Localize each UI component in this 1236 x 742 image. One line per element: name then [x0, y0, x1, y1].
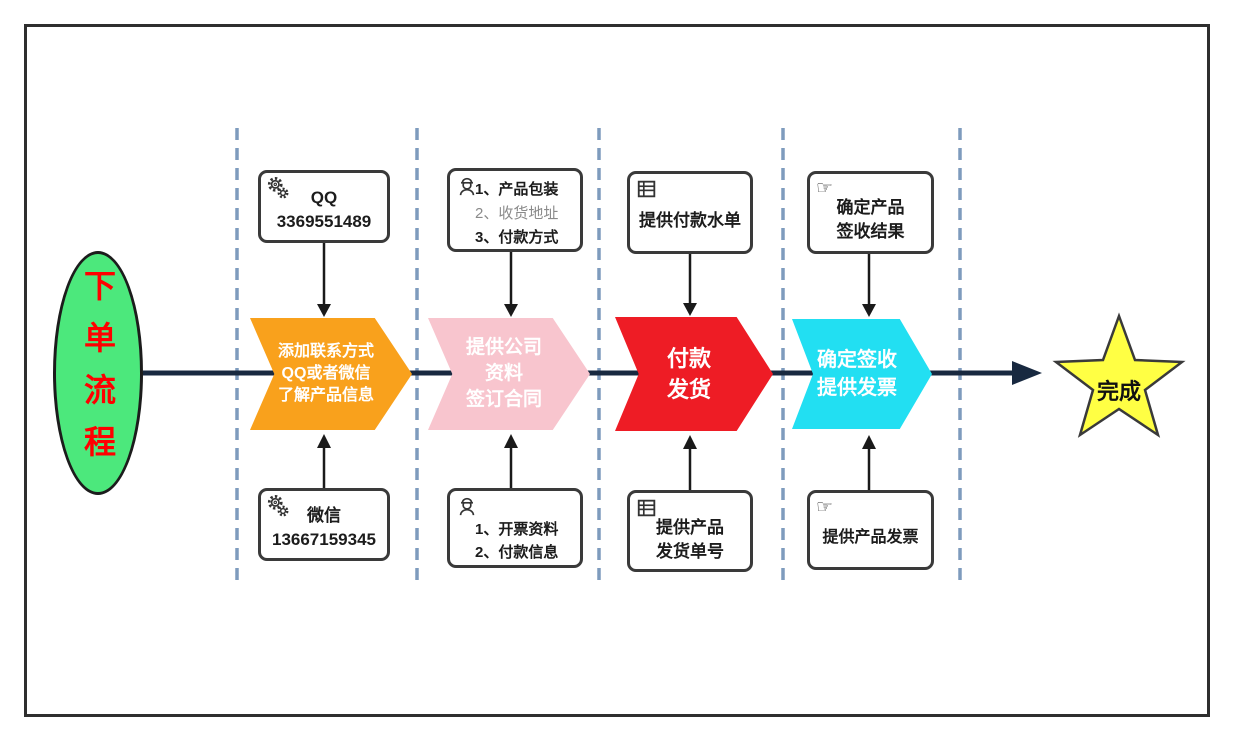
worker-icon	[459, 177, 475, 196]
box-line: 提供产品发票	[822, 529, 919, 546]
box-line: QQ	[310, 187, 338, 207]
info-box-qq: QQ 3369551489	[258, 170, 390, 243]
gears-icon	[267, 177, 289, 199]
chevron-line: 添加联系方式	[277, 343, 374, 360]
info-box-order-details: 1、产品包装 2、收货地址 3、付款方式	[447, 168, 583, 252]
step-chevron-add-contact: 添加联系方式 QQ或者微信 了解产品信息	[250, 318, 412, 430]
box-line: 2、收货地址	[475, 205, 559, 222]
diagram-border	[24, 24, 1210, 717]
info-box-product-invoice: ☞ 提供产品发票	[807, 490, 934, 570]
pointing-hand-icon: ☞	[816, 177, 834, 199]
step-chevron-payment-ship: 付款 发货	[615, 317, 773, 431]
gears-icon	[267, 495, 289, 517]
box-line: 3369551489	[276, 211, 372, 231]
connector-arrowhead-up	[683, 435, 697, 449]
info-box-sign-result: ☞ 确定产品 签收结果	[807, 171, 934, 254]
connector-arrowhead-up	[317, 434, 331, 448]
box-line: 13667159345	[271, 529, 376, 549]
connector-arrowhead-up	[862, 435, 876, 449]
connector-arrowhead-down	[504, 304, 518, 317]
connector-arrowhead-down	[683, 303, 697, 316]
pointing-hand-icon: ☞	[816, 496, 834, 518]
chevron-line: 签订合同	[465, 389, 542, 410]
finish-star-label: 完成	[1096, 379, 1141, 404]
chevron-line: 确定签收	[817, 349, 897, 371]
chevron-line: 提供公司	[465, 337, 542, 358]
start-node: 下单流程	[53, 251, 143, 495]
box-line: 1、开票资料	[475, 521, 559, 538]
box-line: 发货单号	[656, 542, 724, 561]
finish-star	[1052, 312, 1186, 438]
worker-icon	[459, 497, 475, 516]
main-flow-arrowhead	[1012, 361, 1042, 385]
table-icon	[637, 499, 656, 517]
chevron-line: 付款	[666, 346, 711, 371]
chevron-line: 发货	[666, 377, 711, 402]
info-box-wechat: 微信 13667159345	[258, 488, 390, 561]
box-line: 3、付款方式	[475, 229, 559, 246]
connector-arrowhead-up	[504, 434, 518, 448]
info-box-invoice-payment-info: 1、开票资料 2、付款信息	[447, 488, 583, 568]
connector-arrowhead-down	[317, 304, 331, 317]
box-line: 提供付款水单	[639, 211, 741, 230]
chevron-line: 提供发票	[817, 377, 897, 399]
box-line: 确定产品	[836, 197, 905, 217]
box-line: 提供产品	[656, 518, 724, 537]
table-icon	[637, 180, 656, 198]
start-node-label: 下单流程	[80, 269, 116, 477]
info-box-shipping-number: 提供产品 发货单号	[627, 490, 753, 572]
box-line: 2、付款信息	[475, 544, 559, 561]
chevron-line: 资料	[484, 363, 523, 384]
info-box-payment-slip: 提供付款水单	[627, 171, 753, 254]
connector-arrowhead-down	[862, 304, 876, 317]
chevron-line: 了解产品信息	[277, 387, 374, 404]
chevron-line: QQ或者微信	[281, 365, 371, 382]
step-chevron-sign-invoice: 确定签收 提供发票	[792, 319, 932, 429]
box-line: 1、产品包装	[475, 181, 559, 198]
box-line: 微信	[307, 505, 341, 525]
box-line: 签收结果	[836, 221, 905, 241]
step-chevron-company-info: 提供公司 资料 签订合同	[428, 318, 590, 430]
